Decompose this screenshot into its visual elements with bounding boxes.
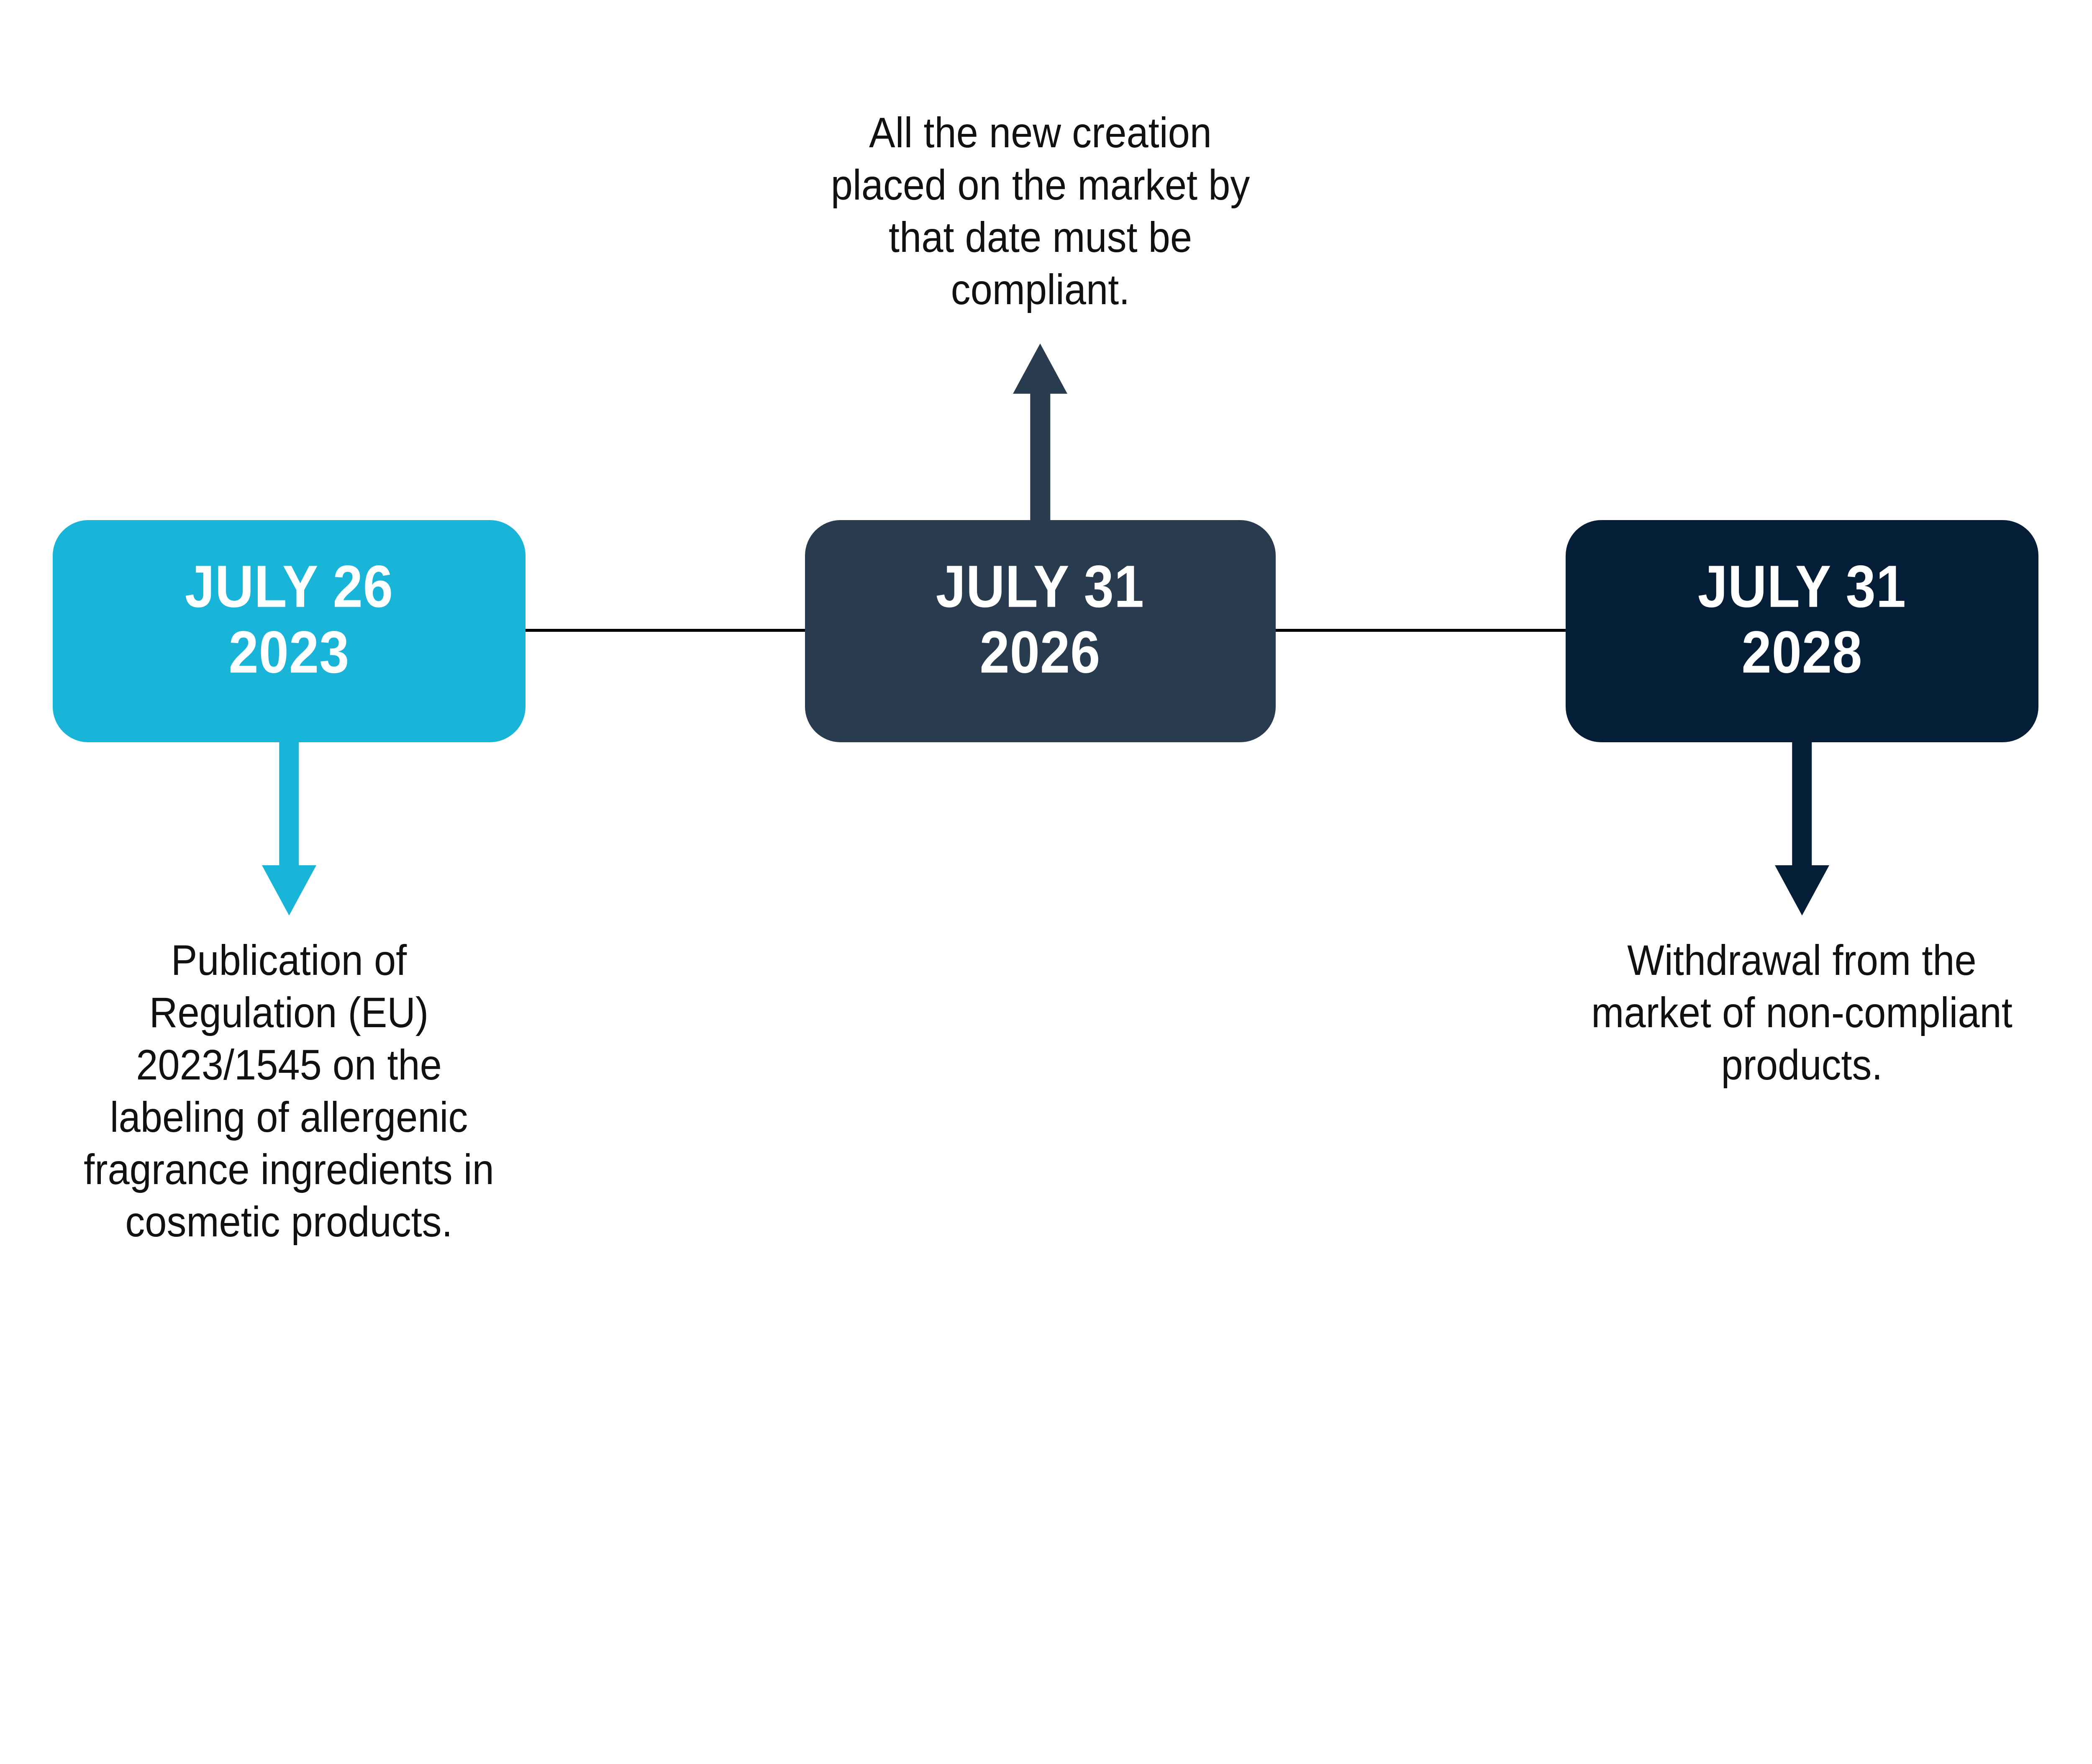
milestone-date-line: JULY 31 (1697, 553, 1906, 620)
annotation-2028: Withdrawal from the market of non-compli… (1572, 934, 2032, 1091)
annotation-line: market of non-compliant (1591, 988, 2013, 1036)
milestone-date-line: 2028 (1741, 619, 1862, 685)
milestone-box-2026: JULY 31 2026 (805, 520, 1276, 742)
arrow-stem (1030, 393, 1050, 525)
arrow-stem (1792, 741, 1812, 865)
annotation-line: fragrance ingredients in (84, 1145, 494, 1193)
milestone-date-line: JULY 26 (185, 553, 393, 620)
annotation-line: Regulation (EU) (149, 988, 429, 1036)
annotation-line: Publication of (171, 936, 407, 984)
milestone-date-line: JULY 31 (936, 553, 1145, 620)
annotation-line: 2023/1545 on the (136, 1041, 442, 1089)
timeline-infographic: All the new creation placed on the marke… (52, 107, 2038, 1248)
milestone-date: JULY 26 2023 (185, 554, 393, 685)
milestone-date-line: 2026 (979, 619, 1101, 685)
arrow-head (1013, 344, 1067, 394)
annotation-line: cosmetic products. (125, 1197, 453, 1246)
annotation-line: products. (1721, 1041, 1883, 1089)
annotation-line: All the new creation (869, 109, 1212, 156)
annotation-2026: All the new creation placed on the marke… (810, 107, 1270, 316)
annotation-2023: Publication of Regulation (EU) 2023/1545… (59, 934, 519, 1248)
milestone-date: JULY 31 2026 (936, 554, 1144, 685)
arrow-head (262, 865, 316, 915)
annotation-line: placed on the market by (831, 161, 1250, 209)
milestone-box-2028: JULY 31 2028 (1565, 520, 2038, 742)
annotation-line: that date must be (888, 213, 1192, 261)
milestone-box-2023: JULY 26 2023 (52, 520, 526, 742)
annotation-line: Withdrawal from the (1627, 936, 1977, 984)
annotation-line: labeling of allergenic (110, 1093, 468, 1141)
arrow-head (1774, 865, 1829, 915)
milestone-date: JULY 31 2028 (1697, 554, 1906, 685)
milestone-date-line: 2023 (228, 619, 349, 685)
arrow-stem (279, 741, 299, 865)
annotation-line: compliant. (951, 266, 1130, 313)
